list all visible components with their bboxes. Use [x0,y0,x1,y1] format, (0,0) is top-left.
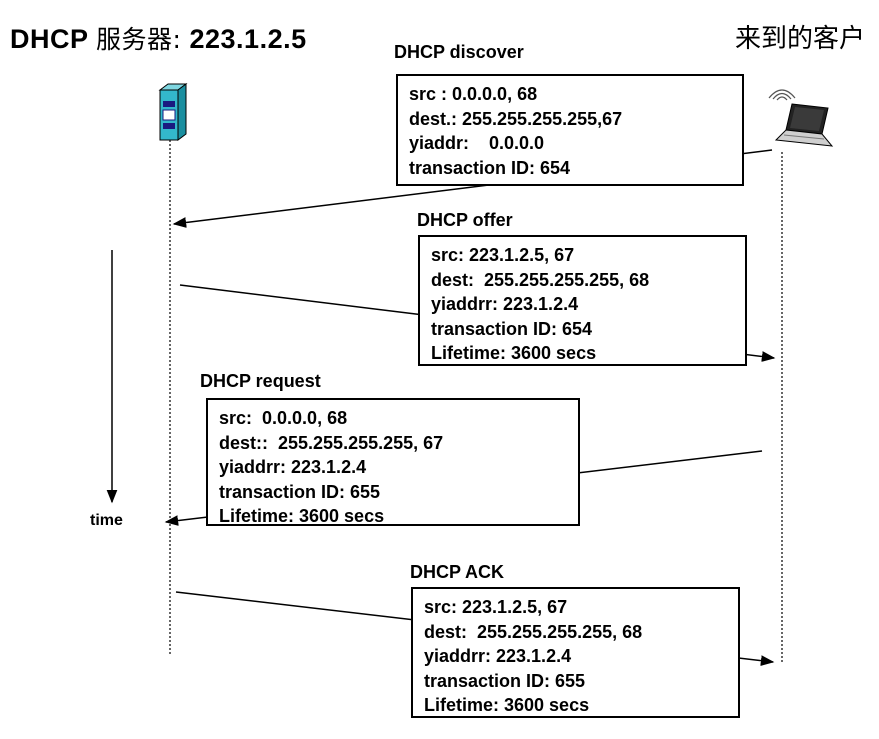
offer-dest: dest: 255.255.255.255, 68 [431,269,650,290]
time-label: time [90,512,123,529]
wireless-laptop-icon [768,89,834,147]
discover-transaction-id: transaction ID: 654 [409,157,571,178]
request-message-box: src: 0.0.0.0, 68 dest:: 255.255.255.255,… [206,398,580,526]
offer-yiaddr: yiaddrr: 223.1.2.4 [431,294,579,314]
request-lifetime: Lifetime: 3600 secs [219,506,385,526]
ack-yiaddr: yiaddrr: 223.1.2.4 [424,646,572,666]
client-title: 来到的客户 [735,24,866,54]
ack-dest: dest: 255.255.255.255, 68 [424,621,643,642]
discover-src: src : 0.0.0.0, 68 [409,84,538,104]
offer-label: DHCP offer [417,210,513,230]
request-yiaddr: yiaddrr: 223.1.2.4 [219,457,367,477]
ack-label: DHCP ACK [410,562,505,582]
diagram-title: DHCP 服务器: 223.1.2.5 [10,20,307,56]
ack-lifetime: Lifetime: 3600 secs [424,695,590,715]
server-ip: 223.1.2.5 [189,24,307,54]
ack-transaction-id: transaction ID: 655 [424,670,586,691]
discover-label: DHCP discover [394,42,524,62]
server-tower-icon [158,83,188,141]
request-src: src: 0.0.0.0, 68 [219,408,348,428]
offer-transaction-id: transaction ID: 654 [431,318,593,339]
request-transaction-id: transaction ID: 655 [219,481,381,502]
offer-message-box: src: 223.1.2.5, 67 dest: 255.255.255.255… [418,235,747,366]
ack-message-box: src: 223.1.2.5, 67 dest: 255.255.255.255… [411,587,740,718]
discover-dest: dest.: 255.255.255.255,67 [409,108,623,129]
title-prefix: DHCP [10,24,89,54]
ack-src: src: 223.1.2.5, 67 [424,597,568,617]
request-dest: dest:: 255.255.255.255, 67 [219,432,444,453]
offer-lifetime: Lifetime: 3600 secs [431,343,597,363]
offer-src: src: 223.1.2.5, 67 [431,245,575,265]
request-label: DHCP request [200,371,321,391]
discover-message-box: src : 0.0.0.0, 68 dest.: 255.255.255.255… [396,74,744,186]
discover-yiaddr: yiaddr: 0.0.0.0 [409,133,545,153]
server-label: 服务器: [96,25,182,54]
